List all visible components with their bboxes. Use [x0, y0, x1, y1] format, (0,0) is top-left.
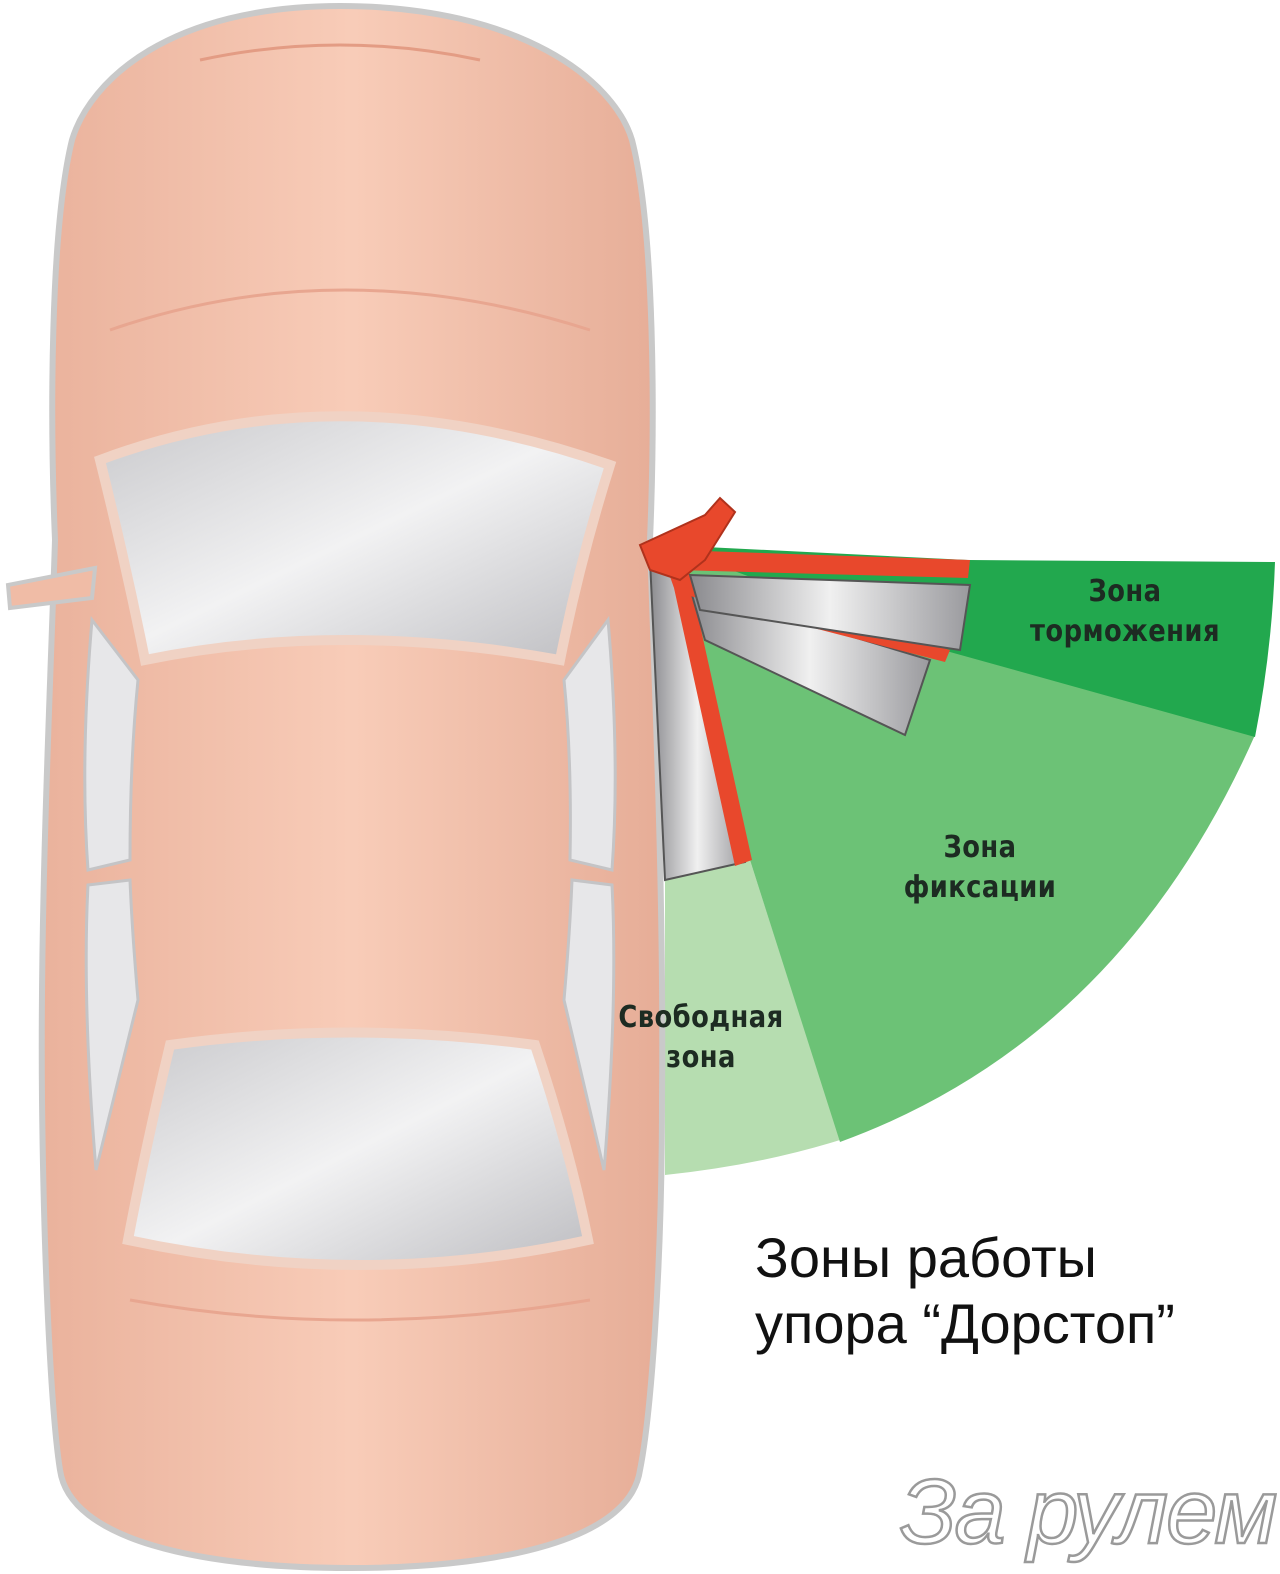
door-positions: [638, 496, 972, 882]
rear-window: [122, 1027, 594, 1270]
free-zone-label-line1: Свободная: [618, 1000, 784, 1035]
braking-zone-label-line2: торможения: [1030, 614, 1220, 649]
free-zone-label: Свободная зона: [594, 998, 809, 1078]
caption-line2: упора “Дорстоп”: [755, 1292, 1175, 1355]
watermark-logo: За рулем: [899, 1460, 1279, 1565]
free-zone: [665, 860, 840, 1175]
side-mirror: [5, 565, 98, 611]
door-stop-hinge: [638, 496, 737, 582]
braking-zone-label: Зона торможения: [1018, 572, 1233, 652]
fixation-zone-label: Зона фиксации: [877, 828, 1083, 908]
fixation-zone-label-line1: Зона: [943, 830, 1017, 865]
free-zone-label-line2: зона: [666, 1040, 736, 1075]
braking-zone-label-line1: Зона: [1088, 574, 1162, 609]
car: [5, 2, 666, 1572]
diagram-caption: Зоны работы упора “Дорстоп”: [755, 1225, 1255, 1357]
fixation-zone-label-line2: фиксации: [903, 870, 1057, 905]
windshield: [94, 411, 617, 666]
caption-line1: Зоны работы: [755, 1226, 1097, 1289]
